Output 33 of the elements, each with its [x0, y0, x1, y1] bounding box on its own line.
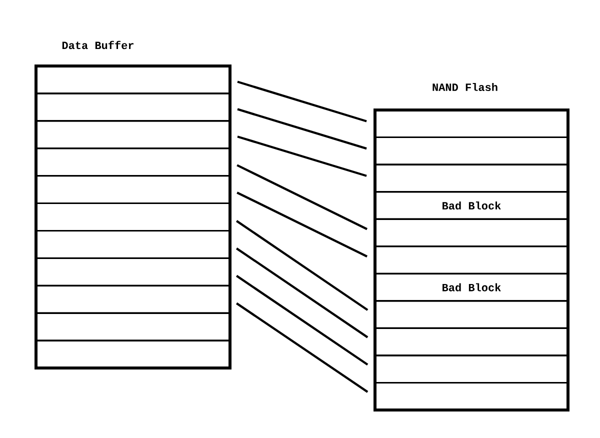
- memory-row: [35, 120, 231, 150]
- memory-row: [374, 218, 569, 248]
- memory-row: [374, 136, 569, 166]
- connector-line: [236, 220, 368, 311]
- memory-row: [35, 92, 231, 122]
- connector-line: [237, 136, 367, 177]
- memory-row: [35, 148, 231, 177]
- block-heading: NAND Flash: [432, 82, 498, 92]
- block-heading: Data Buffer: [62, 40, 134, 50]
- connector-line: [236, 192, 368, 258]
- connector-line: [236, 248, 368, 338]
- memory-row: [35, 312, 231, 342]
- memory-row: [374, 246, 569, 274]
- memory-row: [35, 174, 231, 204]
- memory-row: [374, 109, 569, 138]
- connector-line: [236, 274, 368, 366]
- connector-line: [237, 108, 367, 150]
- memory-row: [374, 354, 569, 384]
- memory-row: [35, 340, 231, 369]
- connector-line: [236, 164, 368, 230]
- memory-row: [374, 164, 569, 193]
- memory-row: [35, 230, 231, 260]
- connector-line: [237, 80, 367, 122]
- memory-row: [35, 65, 231, 94]
- memory-row: [35, 257, 231, 286]
- bad-block-row: Bad Block: [374, 191, 569, 220]
- memory-row: [374, 327, 569, 356]
- connector-line: [236, 302, 368, 393]
- memory-row: [35, 284, 231, 314]
- bad-block-row: Bad Block: [374, 272, 569, 302]
- memory-row: [374, 382, 569, 411]
- memory-row: [35, 202, 231, 232]
- memory-row: [374, 300, 569, 329]
